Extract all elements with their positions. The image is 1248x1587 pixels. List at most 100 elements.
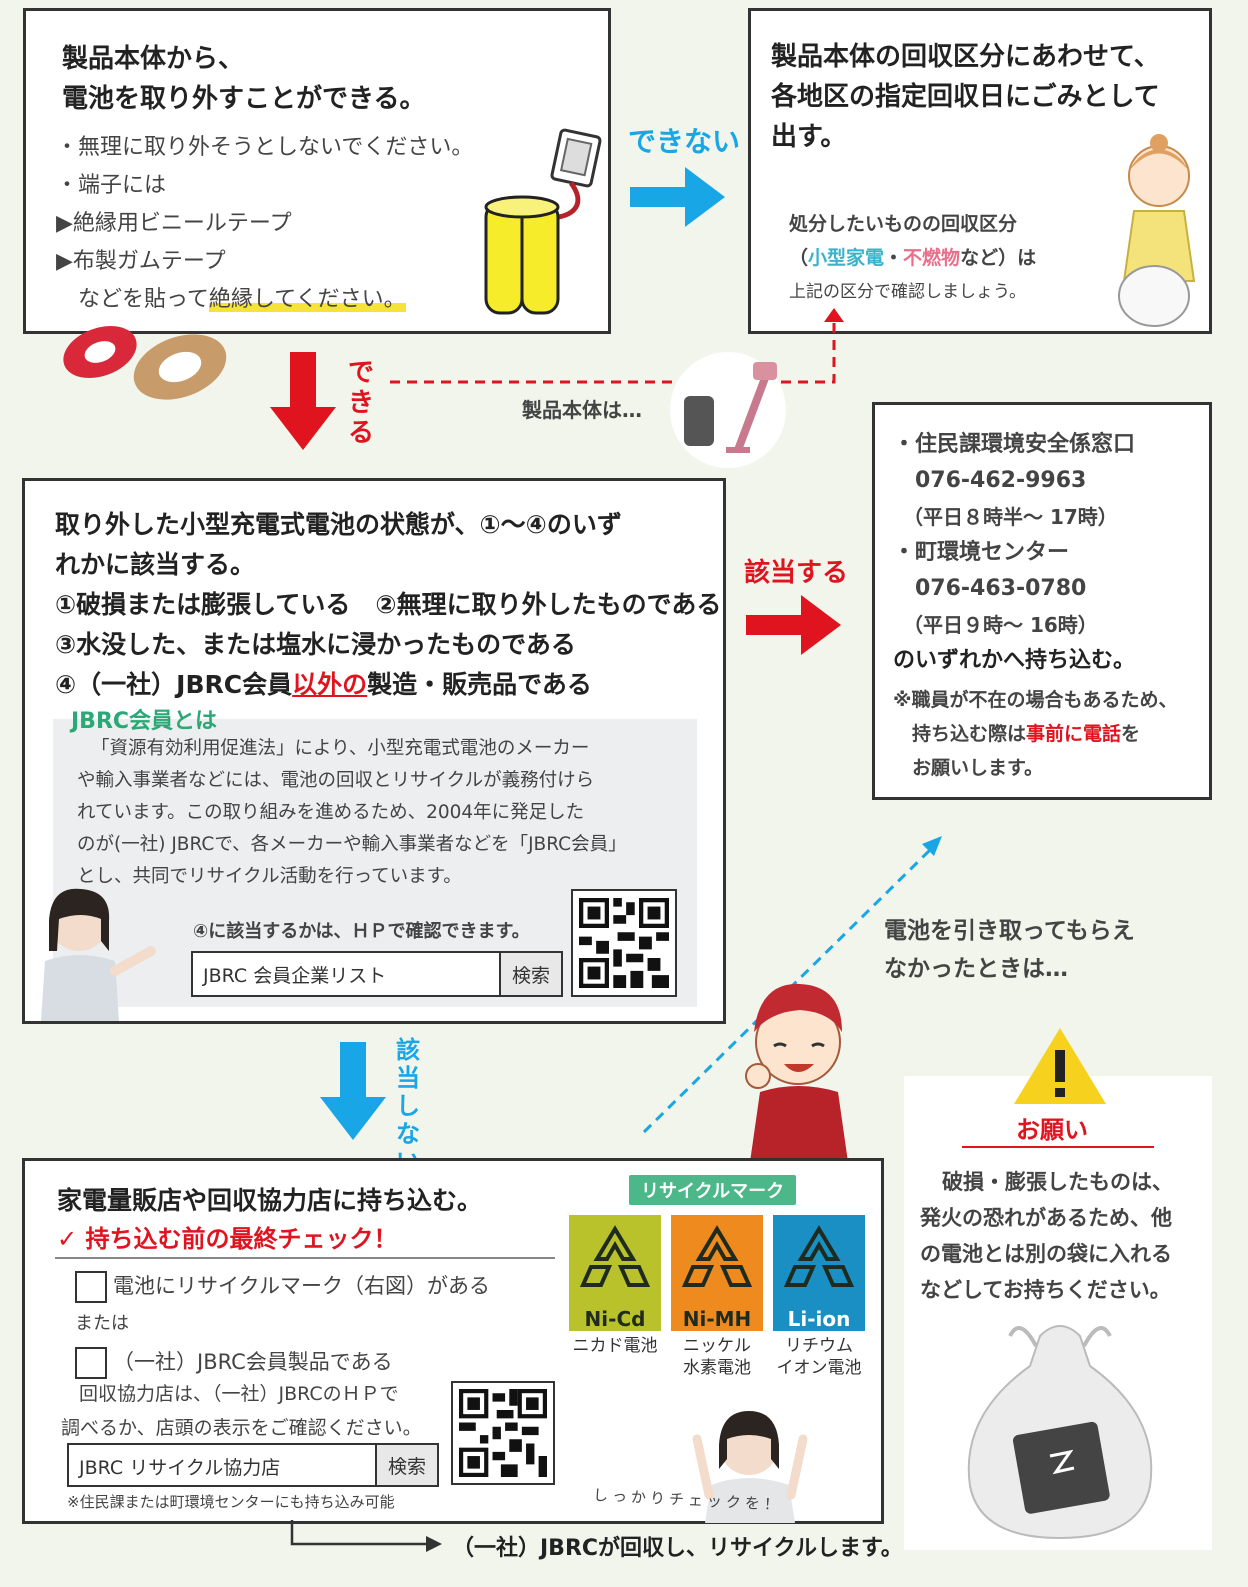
shop-note-2: 調べるか、店頭の表示をご確認ください。 [61,1417,422,1439]
final-line: （一社）JBRCが回収し、リサイクルします。 [452,1536,903,1561]
recycle-icon [681,1225,753,1287]
request-text-3: の電池とは別の袋に入れる [920,1242,1172,1266]
request-title: お願い [1016,1116,1088,1144]
not-applies-label: 該当しない [396,1036,456,1176]
step1-note-5: などを貼って絶縁してください。 [56,281,473,319]
cannot-title-2: 各地区の指定回収日にごみとして [771,82,1160,112]
check-divider [55,1257,555,1259]
condition-item-2: ③水没した、または塩水に浸かったものである [55,630,576,659]
check-1-label: 電池にリサイクルマーク（右図）がある [113,1274,490,1298]
cannot-sub-2-dot: ・ [884,247,904,269]
condition-title-2: れかに該当する。 [55,550,256,579]
check-2-label: （一社）JBRC会員製品である [113,1350,393,1374]
shop-box: 家電量販店や回収協力店に持ち込む。 ✓ 持ち込む前の最終チェック！ 電池にリサイ… [22,1158,884,1524]
cannot-arrow [630,167,725,227]
person-check-illustration [692,1411,808,1523]
cannot-sub-2-b: 不燃物 [903,247,961,269]
bag-illustration [967,1325,1153,1540]
jbrc-text-2: や輸入事業者などには、電池の回収とリサイクルが義務付けら [77,770,595,791]
cannot-sub-2-close: など）は [960,247,1037,269]
step1-note-4: ▶布製ガムテープ [56,249,226,274]
condition-box: 取り外した小型充電式電池の状態が、①～④のいず れかに該当する。 ①破損または膨… [22,478,726,1024]
step1-note-5-pre: などを貼って [56,287,209,312]
check-1-checkbox[interactable] [75,1271,107,1303]
tape-illustration [63,325,227,400]
contact-line-6: （平日９時～ 16時） [893,613,1098,637]
product-dashed-path [390,308,844,384]
jbrc-heading: JBRC会員とは [71,709,218,734]
recycle-icon [783,1225,855,1287]
member-qr-code[interactable] [571,889,677,997]
jbrc-text-1: 「資源有効利用促進法」により、小型充電式電池のメーカー [91,738,590,759]
recycle-mark-caption: リチウムイオン電池 [776,1336,862,1378]
contact-line-4: ・町環境センター [893,540,1070,565]
member-search-box: JBRC 会員企業リスト 検索 [191,951,563,997]
contact-note-2-post: を [1121,723,1141,745]
check-2-checkbox[interactable] [75,1347,107,1379]
contact-line-1: ・住民課環境安全係窓口 [893,432,1136,457]
cannot-sub-1: 処分したいものの回収区分 [789,213,1018,235]
applies-arrow [746,595,841,655]
condition-item-4-pre: ④（一社）JBRC会員 [55,670,293,699]
member-search-input[interactable]: JBRC 会員企業リスト [203,965,387,987]
battery-illustration [484,128,602,315]
condition-title-1: 取り外した小型充電式電池の状態が、①～④のいず [55,510,622,539]
condition-item-4-red: 以外の [292,670,368,699]
contact-line-2: 076-462-9963 [893,468,1087,493]
shop-search-input[interactable]: JBRC リサイクル協力店 [79,1457,281,1479]
applies-label: 該当する [744,558,849,588]
step1-note-1: ・無理に取り外そうとしないでください。 [56,135,474,160]
shop-note-1: 回収協力店は、（一社）JBRCのＨＰで [79,1383,399,1405]
cannot-label: できない [628,125,741,158]
shop-search-button[interactable]: 検索 [375,1445,437,1485]
can-label: できる [348,358,375,448]
appliance-illustration [670,352,786,468]
jbrc-text-4: のが(一社) JBRCで、各メーカーや輸入事業者などを「JBRC会員」 [77,834,627,855]
contact-line-3: （平日８時半～ 17時） [893,505,1118,529]
check-heading: ✓ 持ち込む前の最終チェック！ [57,1225,398,1253]
recycle-mark-label: Ni-MH [682,1307,752,1331]
contact-note-1: ※職員が不在の場合もあるため、 [893,689,1178,711]
request-text-1: 破損・膨張したものは、 [942,1170,1173,1194]
cannot-sub-3: 上記の区分で確認しましょう。 [789,282,1026,302]
final-arrow [290,1520,442,1552]
request-text-4: などしてお持ちください。 [920,1278,1171,1302]
hp-note: ④に該当するかは、ＨＰで確認できます。 [193,921,530,942]
member-search-button[interactable]: 検索 [499,953,561,995]
woman-trash-illustration [1118,134,1196,327]
clerk-illustration [745,983,848,1162]
request-divider [962,1146,1154,1148]
shop-qr-code[interactable] [451,1381,555,1485]
shop-qr-pattern [459,1389,547,1477]
shop-search-box: JBRC リサイクル協力店 検索 [67,1443,439,1487]
person-pointing-illustration [41,888,156,1021]
condition-item-1: ①破損または膨張している ②無理に取り外したものである [55,590,722,619]
recycle-mark-label: Li-ion [787,1307,851,1331]
cannot-sub-2: （小型家電・不燃物など）は [789,241,1036,275]
cannot-sub-2-open: （ [789,247,809,269]
not-applies-text: 該当しない [396,1036,420,1176]
step1-note-5-highlight: 絶縁してください。 [208,287,406,312]
shop-title: 家電量販店や回収協力店に持ち込む。 [57,1186,483,1215]
recycle-mark-ni-mh: Ni-MH [671,1215,763,1331]
cannot-title-3: 出す。 [771,122,847,152]
check-item-1: 電池にリサイクルマーク（右図）がある [75,1267,490,1305]
not-applies-arrow [320,1042,386,1140]
request-text-2: 発火の恐れがあるため、他 [920,1206,1172,1230]
jbrc-text-3: れています。この取り組みを進めるため、2004年に発足した [77,802,585,823]
check-or: または [75,1313,129,1334]
check-item-2: （一社）JBRC会員製品である [75,1343,490,1381]
contact-note-2-red: 事前に電話 [1026,723,1122,745]
member-qr-pattern [579,898,669,988]
recycle-mark-caption: ニカド電池 [572,1336,658,1356]
contact-note-2-pre: 持ち込む際は [893,723,1027,745]
step1-title-2: 電池を取り外すことができる。 [62,84,426,114]
can-arrow [270,352,336,450]
contact-note-3: お願いします。 [893,757,1044,779]
not-returned-2: なかったときは… [884,956,1068,982]
contact-line-5: 076-463-0780 [893,576,1087,601]
product-body-label: 製品本体は… [522,398,642,422]
recycle-mark-ni-cd: Ni-Cd [569,1215,661,1331]
recycle-icon [579,1225,651,1287]
condition-item-4-post: 製造・販売品である [367,670,592,699]
